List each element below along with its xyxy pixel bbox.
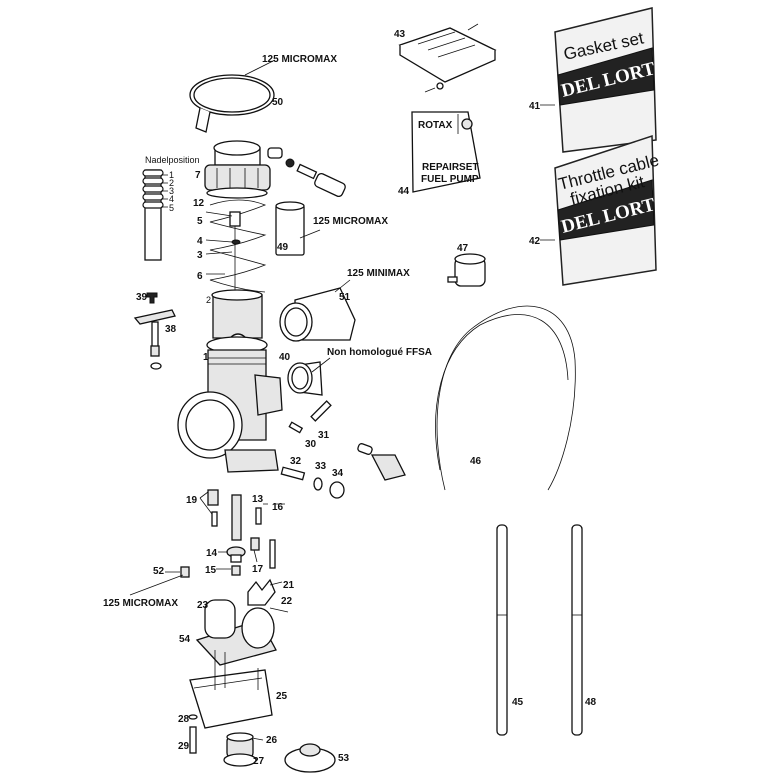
spring-and-needle [209, 199, 267, 293]
tubes-45-48 [496, 524, 583, 736]
part-label-47: 47 [457, 243, 469, 254]
part-label-40: 40 [279, 352, 291, 363]
part-label-16: 16 [272, 502, 284, 513]
needle-pos-1: 1 [169, 170, 174, 180]
part-label-14: 14 [206, 548, 218, 559]
needle-pos-2: 2 [169, 178, 174, 188]
part-label-15: 15 [205, 565, 217, 576]
label-125-micromax-mid: 125 MICROMAX [313, 216, 388, 227]
label-nadelposition: Nadelposition [145, 155, 200, 165]
part-label-28: 28 [178, 714, 190, 725]
parts-14-15-52 [180, 546, 246, 578]
part-label-2: 2 [206, 295, 211, 305]
part-44-repairset-card [411, 111, 481, 193]
carburetor-top-cap [204, 140, 346, 199]
part-label-19: 19 [186, 495, 198, 506]
jets-19-13-16 [199, 489, 276, 569]
part-38-choke-lever [133, 292, 176, 370]
labels: 125 MICROMAX 125 MICROMAX 125 MINIMAX No… [103, 28, 671, 767]
part-label-45: 45 [512, 697, 524, 708]
label-125-micromax-bottom: 125 MICROMAX [103, 598, 178, 609]
part-label-39: 39 [136, 292, 148, 303]
part-47-fuel-filter [447, 253, 486, 287]
part-label-51: 51 [339, 292, 351, 303]
label-125-micromax-top: 125 MICROMAX [262, 54, 337, 65]
needle-pos-3: 3 [169, 186, 174, 196]
part-label-6: 6 [197, 271, 203, 282]
repairset-line2: FUEL PUMP [421, 174, 479, 185]
label-125-minimax: 125 MINIMAX [347, 268, 410, 279]
part-label-29: 29 [178, 741, 190, 752]
part-label-46: 46 [470, 456, 482, 467]
part-label-33: 33 [315, 461, 327, 472]
part-label-3: 3 [197, 250, 203, 261]
part-label-32: 32 [290, 456, 302, 467]
needle-pos-4: 4 [169, 194, 174, 204]
part-label-44: 44 [398, 186, 410, 197]
part-label-21: 21 [283, 580, 295, 591]
part-46-throttle-cable [435, 305, 576, 491]
part-label-52: 52 [153, 566, 165, 577]
part-42-throttle-bag [554, 134, 657, 286]
part-label-50: 50 [272, 97, 284, 108]
part-label-5: 5 [197, 216, 203, 227]
part-label-22: 22 [281, 596, 293, 607]
part-label-38: 38 [165, 324, 177, 335]
part-51-funnel [279, 287, 356, 342]
part-label-17: 17 [252, 564, 264, 575]
part-label-42: 42 [529, 236, 541, 247]
needle-pos-5: 5 [169, 203, 174, 213]
part-label-31: 31 [318, 430, 330, 441]
part-label-49: 49 [277, 242, 289, 253]
repairset-brand: ROTAX [418, 120, 453, 131]
part-40-cone [287, 361, 323, 396]
part-25-float-bowl [189, 650, 273, 729]
part-label-7: 7 [195, 170, 201, 181]
part-41-gasket-bag [554, 7, 657, 153]
bowl-bottom-parts [188, 714, 336, 773]
repairset-line1: REPAIRSET [422, 162, 479, 173]
part-label-23: 23 [197, 600, 209, 611]
part-label-53: 53 [338, 753, 350, 764]
part-label-27: 27 [253, 756, 265, 767]
label-non-homologue: Non homologué FFSA [327, 347, 432, 358]
part-43-pump-body [398, 23, 497, 93]
part-label-34: 34 [332, 468, 344, 479]
part-label-25: 25 [276, 691, 288, 702]
part-label-41: 41 [529, 101, 541, 112]
part-label-54: 54 [179, 634, 191, 645]
needle-position-chart [142, 169, 168, 261]
part-label-48: 48 [585, 697, 597, 708]
part-label-30: 30 [305, 439, 317, 450]
part-label-4: 4 [197, 236, 203, 247]
part-label-43: 43 [394, 29, 406, 40]
part-label-12: 12 [193, 198, 205, 209]
part-50-ring [189, 74, 275, 133]
part-label-13: 13 [252, 494, 264, 505]
float-assembly [195, 578, 289, 666]
parts-32-34 [280, 466, 345, 499]
part-49-cylinder [275, 201, 305, 256]
leader-lines [129, 59, 555, 741]
part-label-1: 1 [203, 352, 209, 363]
parts-30-31-screws [288, 400, 406, 481]
carburetor-body [177, 289, 283, 473]
part-label-26: 26 [266, 735, 278, 746]
